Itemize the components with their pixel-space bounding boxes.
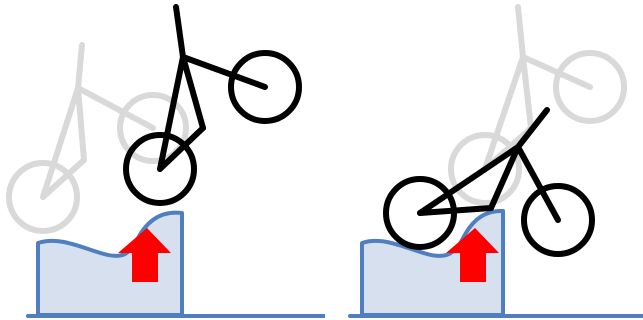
up-arrow-right (446, 228, 499, 282)
handlebar-stem (515, 107, 550, 150)
front-wheel (521, 183, 595, 257)
ghost-seat-tube (40, 85, 81, 200)
ghost-down-tube (520, 54, 534, 131)
bicycle-right (383, 107, 595, 257)
fork (515, 144, 561, 223)
ghost-stem (515, 4, 526, 60)
handlebar-stem (173, 4, 186, 60)
ghost-bicycle-right (448, 4, 627, 206)
ghost-top-tube (75, 85, 156, 131)
panel-right-svg (348, 4, 643, 318)
fork-rear (157, 54, 186, 172)
top-tube (417, 144, 521, 216)
ghost-stem (75, 42, 85, 91)
chain-stay (417, 205, 494, 216)
down-tube (180, 54, 206, 131)
up-arrow-left (118, 228, 171, 282)
down-tube (488, 144, 521, 211)
top-tube (180, 54, 268, 90)
front-wheel (228, 50, 302, 124)
ghost-down-tube (75, 85, 87, 163)
panel-right (325, 0, 643, 320)
ghost-rear-wheel (448, 132, 522, 206)
ghost-fork (482, 54, 526, 172)
ghost-rear-wheel (6, 160, 80, 234)
ghost-top-tube (520, 54, 593, 90)
chain-stay (157, 125, 206, 172)
ghost-bicycle-left (6, 42, 189, 234)
ghost-front-wheel (117, 92, 189, 164)
bicycle-left (123, 4, 302, 206)
ghost-chain-stay (40, 157, 87, 200)
panel-left-svg (6, 4, 325, 318)
ghost-front-wheel (553, 50, 627, 124)
panel-left (6, 4, 325, 318)
rear-wheel (123, 132, 197, 206)
